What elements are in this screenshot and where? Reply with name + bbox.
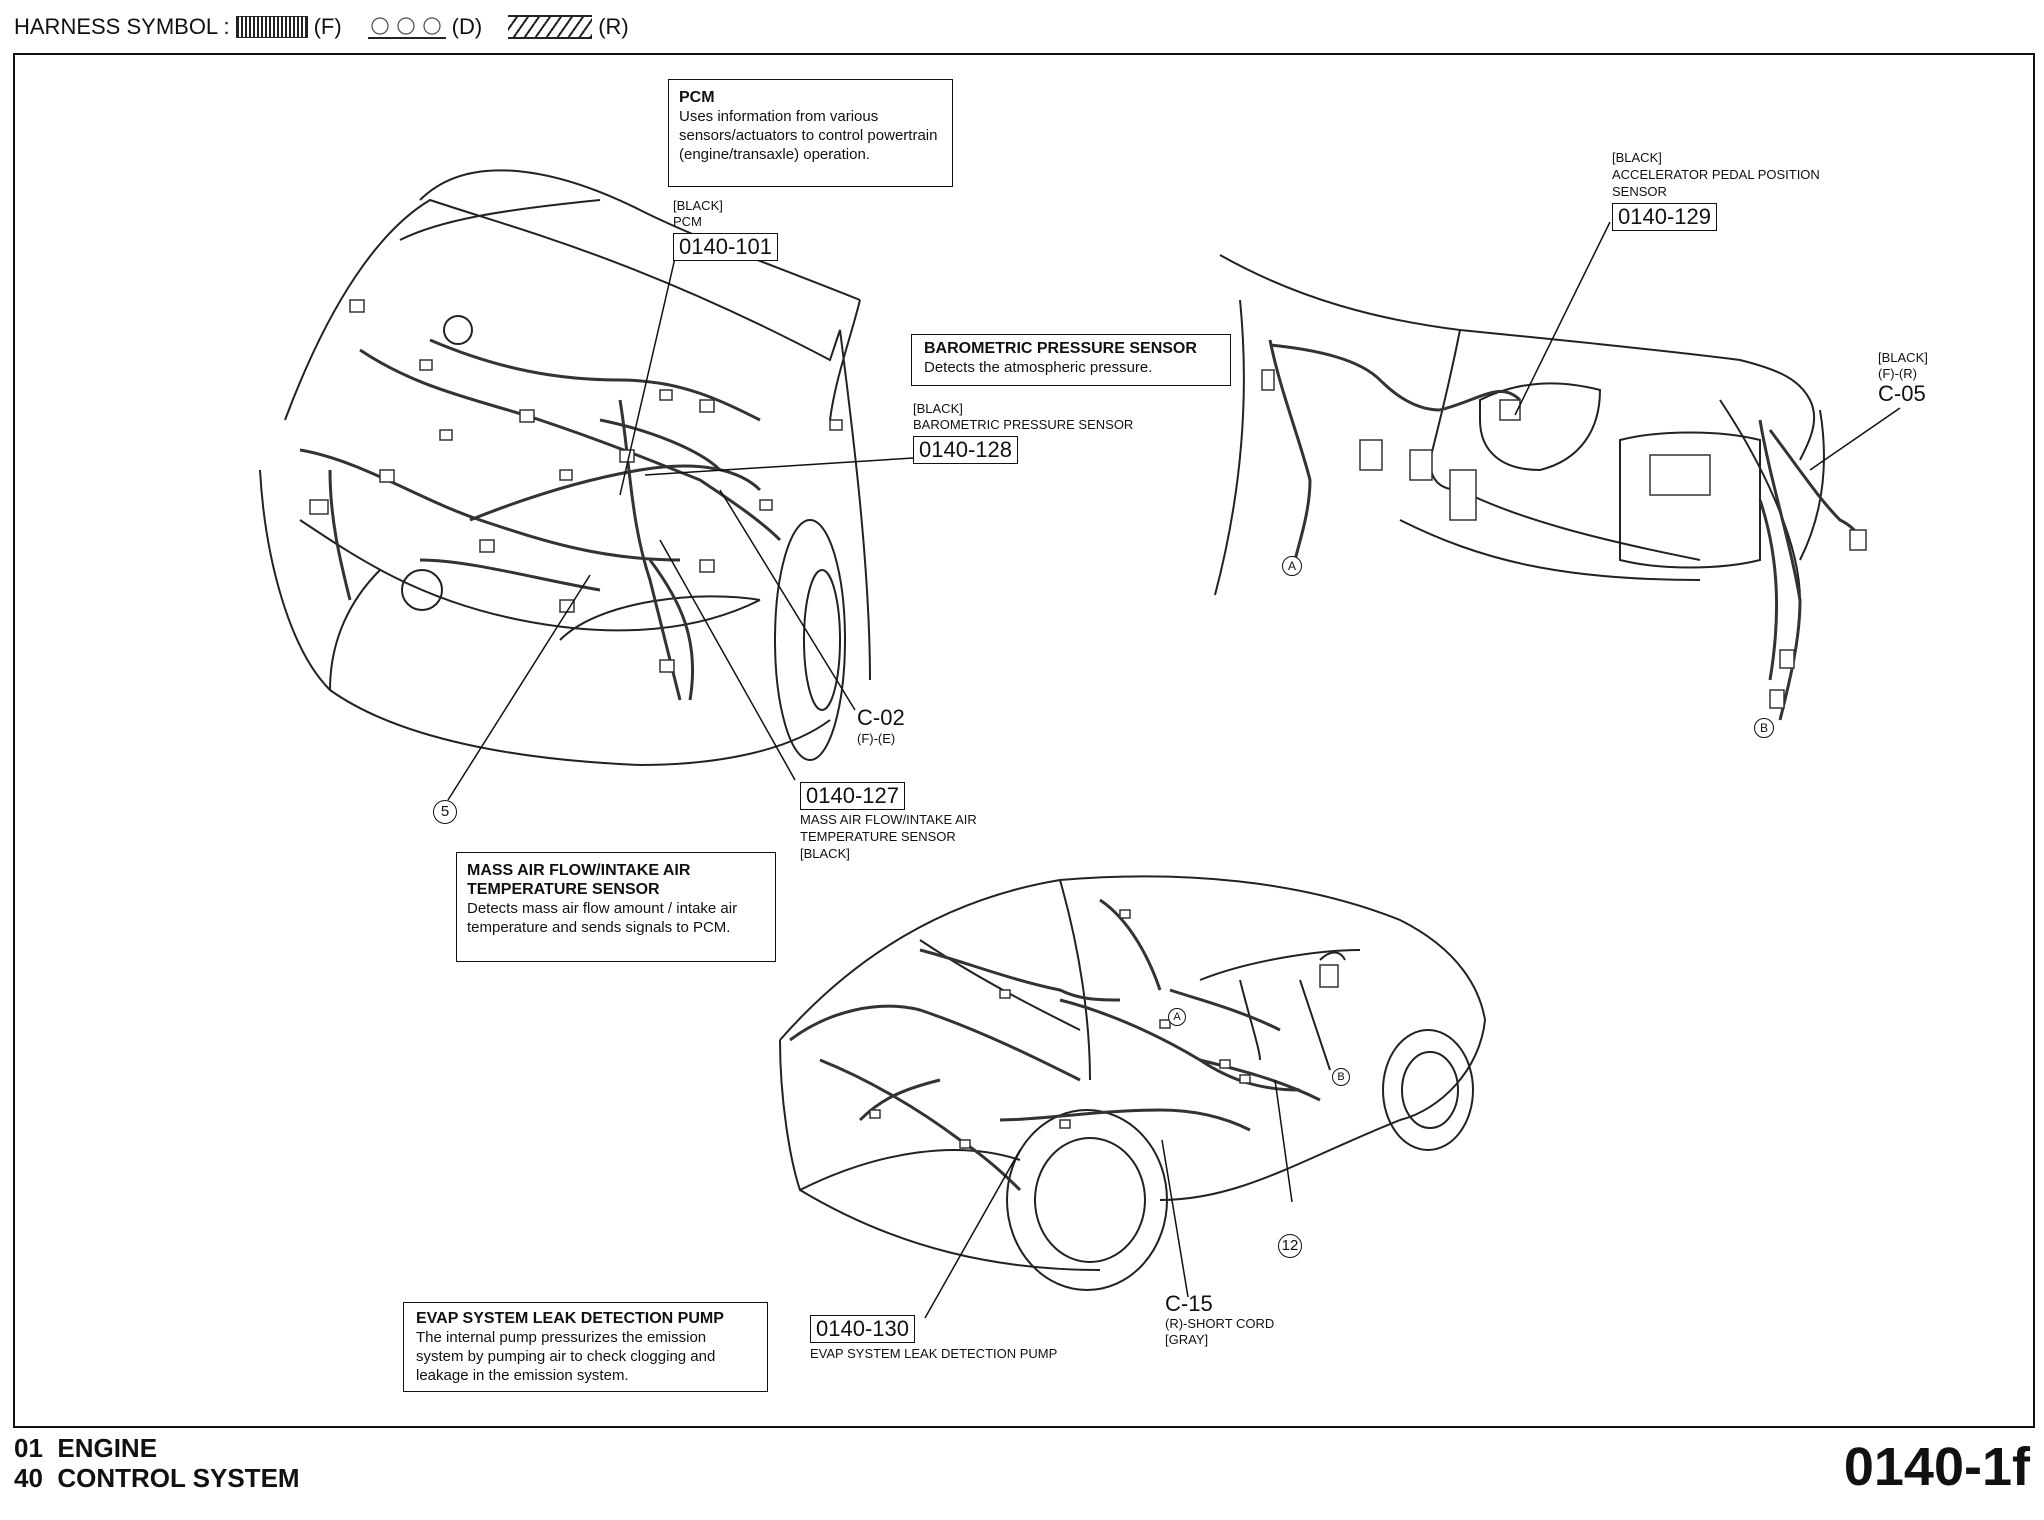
c02-type: (F)-(E) [857, 731, 896, 746]
pcm-box-title: PCM [679, 89, 715, 106]
maf-name-1: MASS AIR FLOW/INTAKE AIR [800, 812, 977, 827]
maf-color: [BLACK] [800, 846, 850, 861]
baro-box-body: Detects the atmospheric pressure. [924, 359, 1153, 376]
c05-color: [BLACK] [1878, 350, 1928, 365]
legend-prefix: HARNESS SYMBOL : [14, 14, 230, 39]
evap-connector-code: 0140-130 [810, 1315, 915, 1343]
c05-type: (F)-(R) [1878, 366, 1917, 381]
app-name-1: ACCELERATOR PEDAL POSITION [1612, 167, 1820, 182]
legend-d: (D) [451, 14, 483, 39]
c15-color: [GRAY] [1165, 1332, 1209, 1347]
app-color: [BLACK] [1612, 150, 1662, 165]
app-name-2: SENSOR [1612, 184, 1667, 199]
footer-line-2: 40 CONTROL SYSTEM [14, 1463, 300, 1493]
diagram-frame [13, 53, 2035, 1428]
baro-box-title: BAROMETRIC PRESSURE SENSOR [924, 340, 1197, 357]
vehicle-harness [789, 898, 1321, 1192]
pcm-description-box: PCM Uses information from various sensor… [668, 79, 953, 187]
c15-type: (R)-SHORT CORD [1165, 1316, 1275, 1331]
dashboard-harness [1268, 339, 1862, 721]
c15-id: C-15 [1165, 1291, 1213, 1316]
maf-box-body: Detects mass air flow amount / intake ai… [467, 900, 738, 936]
legend-f: (F) [313, 14, 342, 39]
page-id: 0140-1f [1843, 1437, 2030, 1497]
pcm-color: [BLACK] [673, 198, 723, 213]
evap-description-box: EVAP SYSTEM LEAK DETECTION PUMP The inte… [403, 1302, 768, 1392]
callout-a-dash: A [1282, 556, 1302, 576]
footer-line-1: 01 ENGINE [14, 1433, 158, 1463]
harness-r-symbol-icon [508, 15, 593, 39]
evap-box-title: EVAP SYSTEM LEAK DETECTION PUMP [416, 1310, 724, 1327]
maf-connector-code: 0140-127 [800, 782, 905, 810]
pcm-name: PCM [673, 214, 702, 229]
maf-name-2: TEMPERATURE SENSOR [800, 829, 956, 844]
engine-connectors [309, 299, 843, 673]
rear-car-illustration [779, 875, 1486, 1291]
c02-id: C-02 [857, 705, 905, 730]
vehicle-connectors [869, 909, 1339, 1149]
pcm-connector-code: 0140-101 [673, 233, 778, 261]
legend-r: (R) [598, 14, 629, 39]
harness-f-symbol-icon [235, 16, 308, 38]
maf-description-box: MASS AIR FLOW/INTAKE AIR TEMPERATURE SEN… [456, 852, 776, 962]
maf-box-title: MASS AIR FLOW/INTAKE AIR TEMPERATURE SEN… [467, 862, 691, 898]
baro-description-box: BAROMETRIC PRESSURE SENSOR Detects the a… [911, 334, 1231, 386]
baro-connector-code: 0140-128 [913, 436, 1018, 464]
pcm-box-body: Uses information from various sensors/ac… [679, 108, 938, 163]
app-connector-code: 0140-129 [1612, 203, 1717, 231]
callout-a-vehicle: A [1168, 1008, 1186, 1026]
dashboard-illustration [1214, 254, 1825, 601]
callout-b-vehicle: B [1332, 1068, 1350, 1086]
callout-5: 5 [433, 800, 457, 824]
harness-d-symbol-icon [367, 15, 446, 39]
callout-12: 12 [1278, 1234, 1302, 1258]
callout-b-dash: B [1754, 718, 1774, 738]
leader-lines [447, 221, 1901, 1319]
dashboard-connectors [1261, 369, 1867, 709]
baro-name: BAROMETRIC PRESSURE SENSOR [913, 417, 1134, 432]
engine-bay-illustration [259, 169, 871, 767]
evap-box-body: The internal pump pressurizes the emissi… [416, 1329, 716, 1384]
evap-name: EVAP SYSTEM LEAK DETECTION PUMP [810, 1346, 1058, 1361]
harness-legend: HARNESS SYMBOL : (F) (D) (R) [14, 14, 629, 40]
baro-color: [BLACK] [913, 401, 963, 416]
c05-id: C-05 [1878, 381, 1926, 406]
footer-section: 01 ENGINE 40 CONTROL SYSTEM [14, 1433, 300, 1493]
engine-harness [299, 338, 782, 701]
